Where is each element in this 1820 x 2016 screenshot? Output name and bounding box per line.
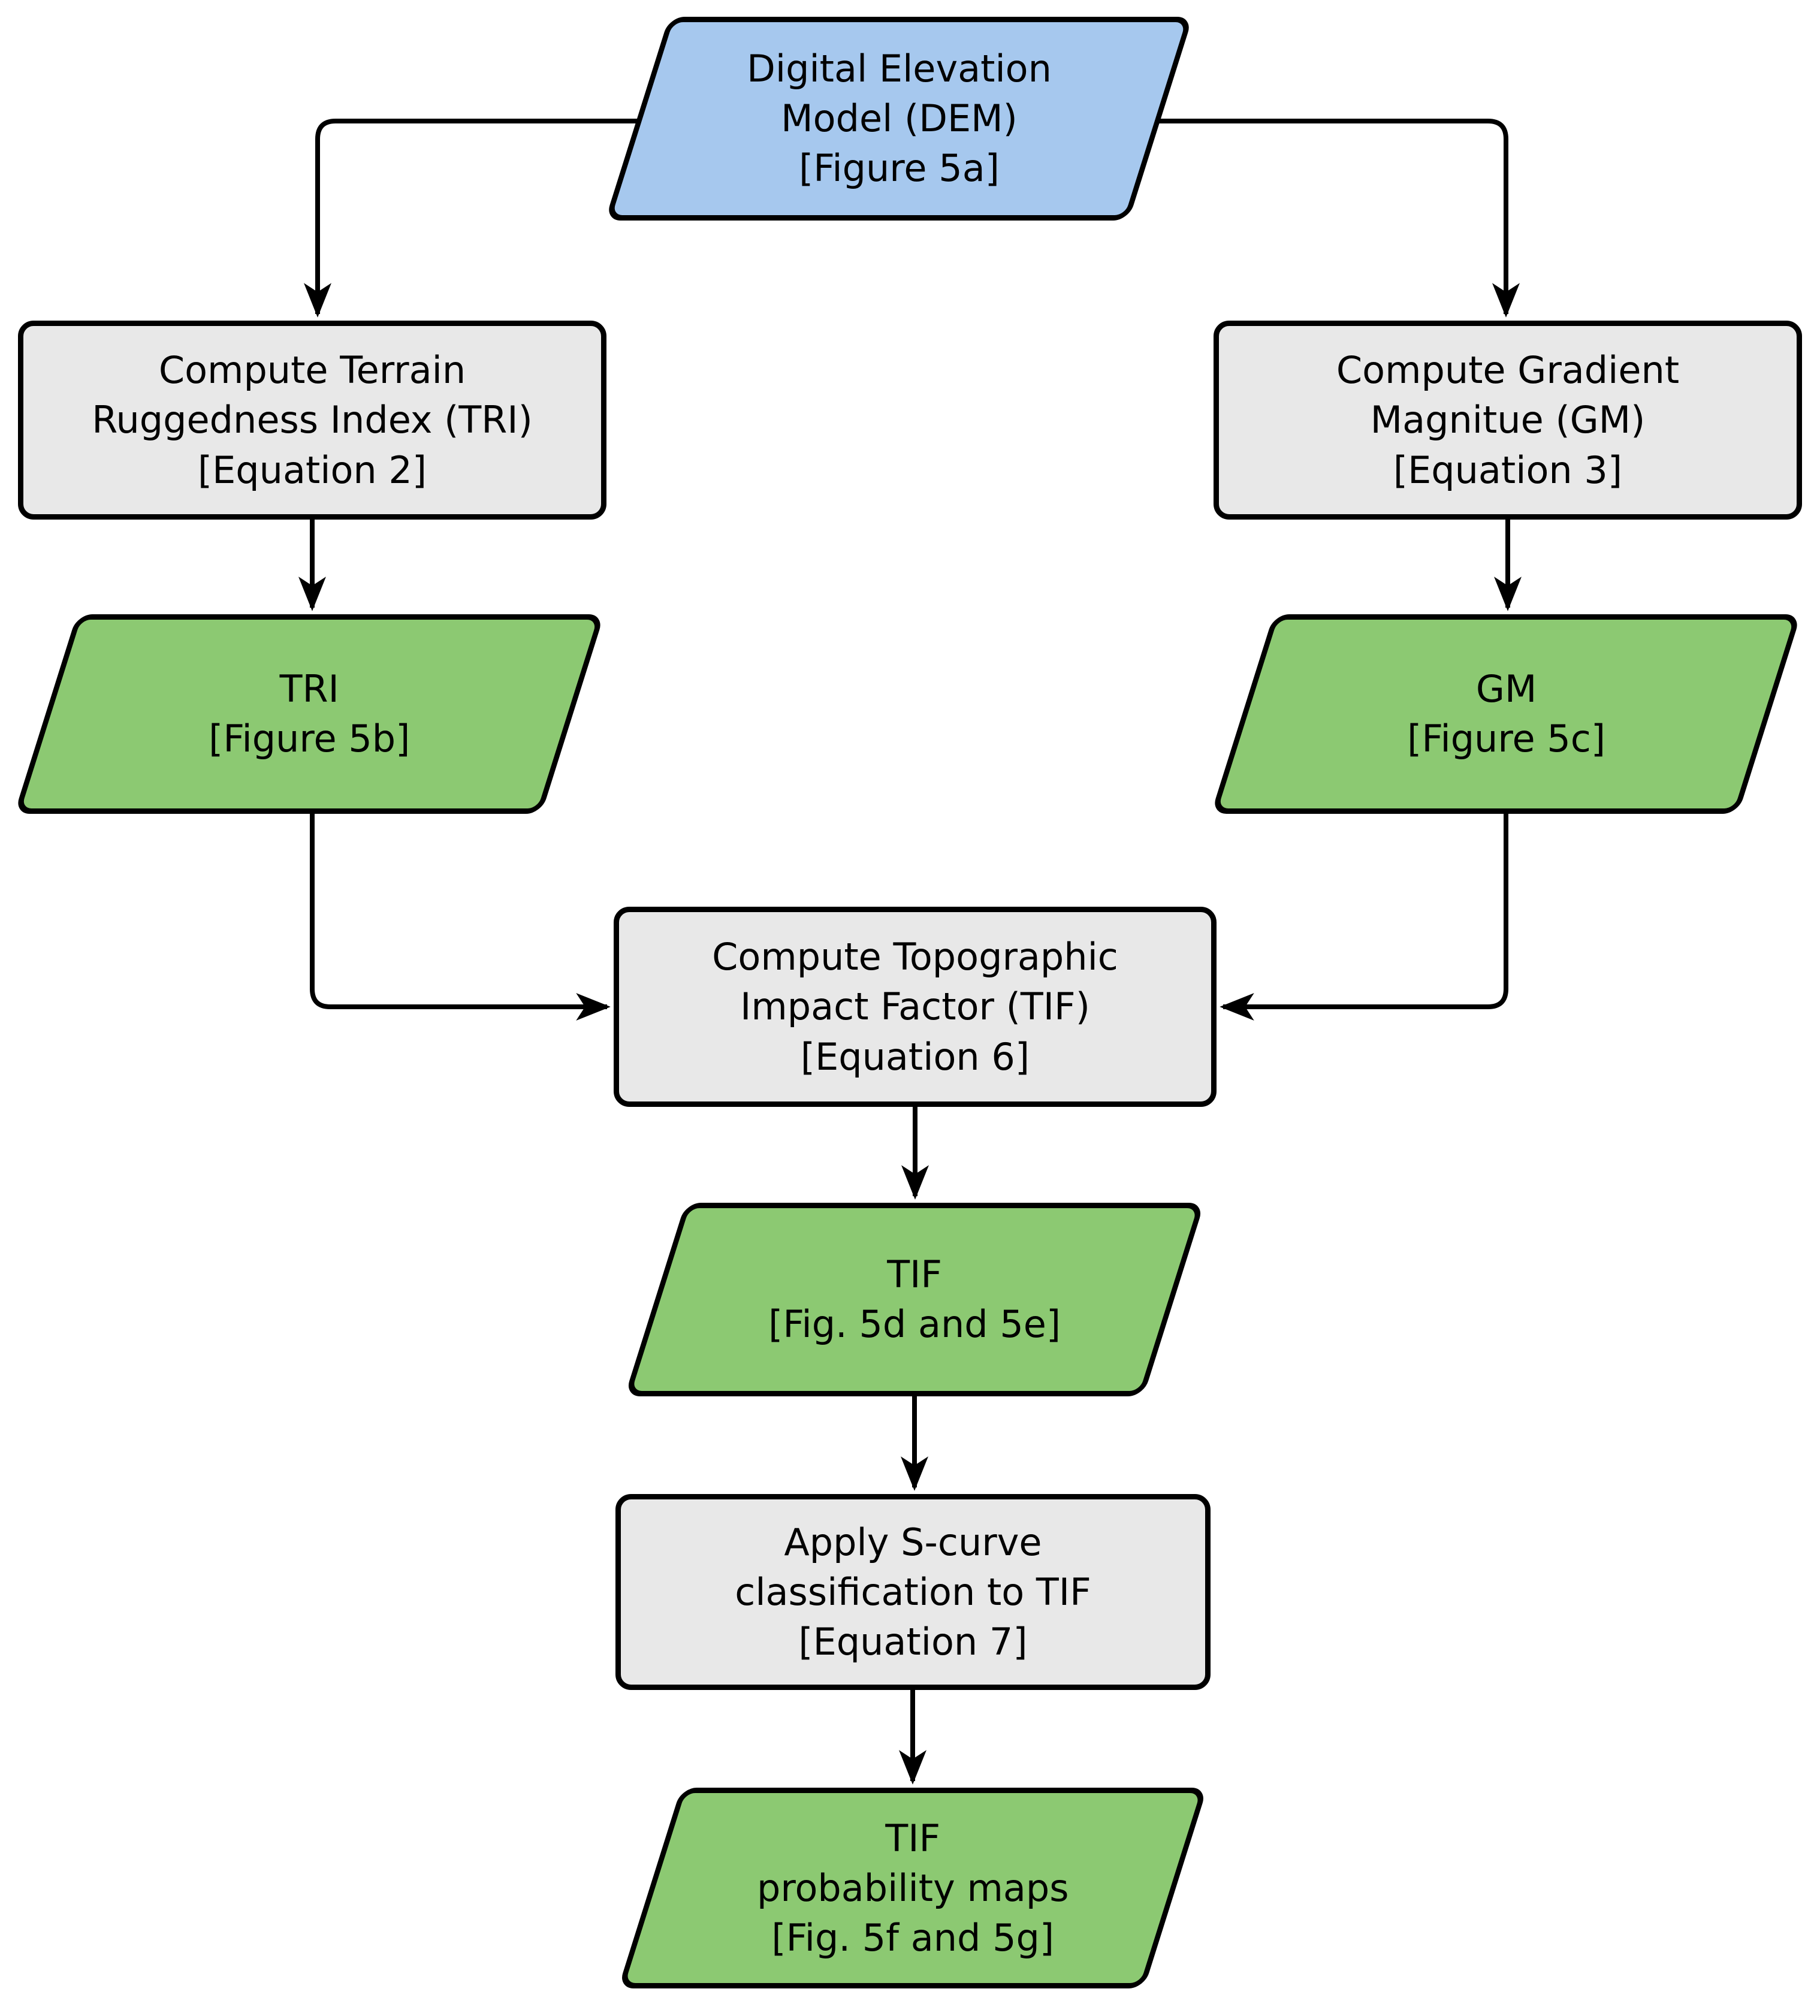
- node-compute-tri-label: Compute Terrain Ruggedness Index (TRI) […: [92, 348, 533, 492]
- node-compute-tif: Compute Topographic Impact Factor (TIF) …: [614, 907, 1217, 1107]
- node-compute-tif-label: Compute Topographic Impact Factor (TIF) …: [712, 935, 1118, 1079]
- node-dem-label: Digital Elevation Model (DEM) [Figure 5a…: [746, 47, 1052, 191]
- node-dem-input: Digital Elevation Model (DEM) [Figure 5a…: [605, 17, 1193, 221]
- node-tri-output-label: TRI [Figure 5b]: [208, 667, 411, 761]
- node-tif-output: TIF [Fig. 5d and 5e]: [624, 1203, 1205, 1396]
- edge-dem-to-gm-compute: [899, 119, 1520, 318]
- node-tif-probability-maps-label: TIF probability maps [Fig. 5f and 5g]: [756, 1816, 1069, 1960]
- node-compute-gm: Compute Gradient Magnitue (GM) [Equation…: [1214, 321, 1802, 520]
- node-tif-output-label: TIF [Fig. 5d and 5e]: [768, 1253, 1061, 1347]
- edge-dem-to-tri-compute: [304, 119, 899, 318]
- node-tri-output: TRI [Figure 5b]: [14, 614, 605, 814]
- node-scurve-classification: Apply S-curve classification to TIF [Equ…: [615, 1494, 1211, 1690]
- node-compute-tri: Compute Terrain Ruggedness Index (TRI) […: [18, 321, 606, 520]
- edge-tri-data-to-tif-compute: [310, 809, 611, 1021]
- node-compute-gm-label: Compute Gradient Magnitue (GM) [Equation…: [1336, 348, 1680, 492]
- edge-gm-data-to-tif-compute: [1220, 809, 1508, 1021]
- node-tif-probability-maps-output: TIF probability maps [Fig. 5f and 5g]: [618, 1788, 1208, 1988]
- node-scurve-classification-label: Apply S-curve classification to TIF [Equ…: [735, 1520, 1091, 1664]
- node-gm-output-label: GM [Figure 5c]: [1406, 667, 1605, 761]
- node-gm-output: GM [Figure 5c]: [1211, 614, 1801, 814]
